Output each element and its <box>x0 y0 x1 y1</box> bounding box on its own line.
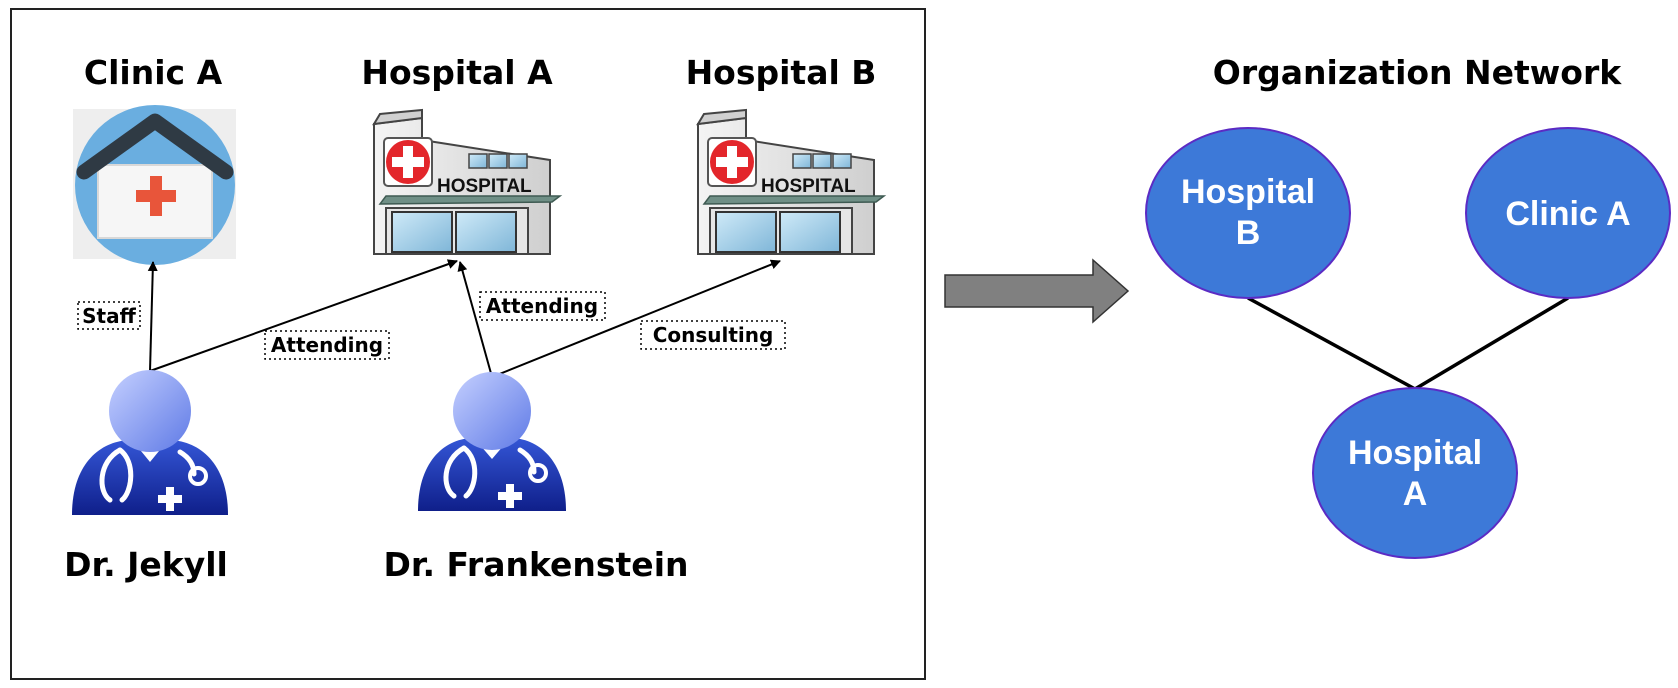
link-clinic-a-hospital-a <box>1414 296 1569 391</box>
transform-arrow <box>944 258 1130 324</box>
doctor-jekyll-icon <box>72 370 228 515</box>
node-hospital-a-line2: A <box>1403 475 1428 513</box>
hospital-a-sign: HOSPITAL <box>437 176 532 197</box>
node-hospital-b-line2: B <box>1236 214 1261 252</box>
edge-label-attending-frankenstein-text: Attending <box>486 294 598 318</box>
hospital-a-icon: HOSPITAL <box>372 108 563 255</box>
edge-label-attending-frankenstein: Attending <box>479 291 606 321</box>
node-hospital-b-line1: Hospital <box>1181 173 1315 211</box>
node-hospital-b: Hospital B <box>1145 127 1351 299</box>
edge-label-consulting: Consulting <box>640 320 786 350</box>
node-clinic-a: Clinic A <box>1465 127 1671 299</box>
hospital-b-icon: HOSPITAL <box>696 108 887 255</box>
clinic-a-heading: Clinic A <box>84 53 223 92</box>
edge-label-staff-text: Staff <box>82 304 136 328</box>
network-title: Organization Network <box>1213 53 1622 92</box>
edge-label-consulting-text: Consulting <box>653 323 774 347</box>
edge-label-attending-jekyll-text: Attending <box>271 333 383 357</box>
edge-label-staff: Staff <box>77 301 141 330</box>
node-hospital-a: Hospital A <box>1312 387 1518 559</box>
edge-frankenstein-hospital-a <box>457 261 493 378</box>
edge-label-attending-jekyll: Attending <box>264 330 390 360</box>
clinic-icon <box>73 105 236 265</box>
doctor-frankenstein-icon <box>418 372 566 511</box>
doctor-jekyll-name: Dr. Jekyll <box>64 545 228 584</box>
hospital-a-heading: Hospital A <box>361 53 553 92</box>
node-clinic-a-line1: Clinic A <box>1505 195 1630 233</box>
edge-jekyll-clinic-a <box>147 261 158 372</box>
doctor-frankenstein-name: Dr. Frankenstein <box>384 545 689 584</box>
node-hospital-a-line1: Hospital <box>1348 434 1482 472</box>
edge-frankenstein-hospital-b <box>491 259 781 378</box>
hospital-b-sign: HOSPITAL <box>761 176 856 197</box>
link-hospital-b-hospital-a <box>1247 296 1416 391</box>
edge-jekyll-hospital-a <box>149 259 458 372</box>
hospital-b-heading: Hospital B <box>686 53 877 92</box>
